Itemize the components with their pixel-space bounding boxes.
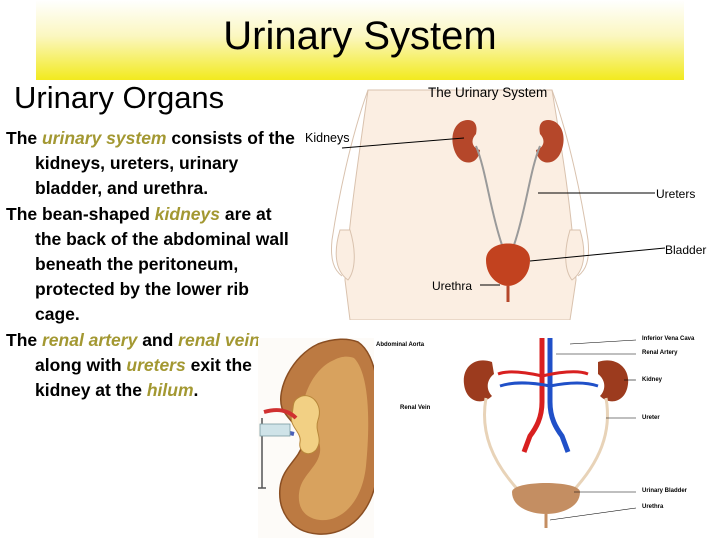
text-run: The bean-shaped — [6, 203, 155, 224]
label-kidneys: Kidneys — [305, 131, 350, 145]
emphasis-term: kidneys — [154, 203, 220, 224]
emphasis-term: renal vein — [178, 329, 260, 350]
text-run: and — [137, 329, 179, 350]
text-run: along with — [35, 354, 127, 375]
text-run: . — [193, 380, 199, 401]
kidney-section-illustration — [258, 338, 382, 538]
text-run: are at the back of the abdominal wall be… — [35, 203, 289, 325]
label-urinary-bladder: Urinary Bladder — [642, 488, 688, 494]
paragraph-urinary-system: The urinary system consists of the kidne… — [6, 126, 296, 202]
emphasis-term: renal artery — [41, 329, 138, 350]
label-urethra-bottom: Urethra — [642, 504, 664, 510]
label-ureter: Ureter — [642, 415, 660, 421]
label-urethra: Urethra — [432, 279, 473, 293]
label-bladder: Bladder — [665, 243, 707, 257]
emphasis-term: ureters — [126, 354, 186, 375]
label-abdominal-aorta: Abdominal Aorta — [376, 342, 425, 348]
text-run: The — [6, 329, 42, 350]
text-run: exit the kidney at the — [35, 354, 252, 401]
emphasis-term: urinary system — [41, 128, 167, 148]
label-renal-vein: Renal Vein — [400, 405, 431, 411]
vessels-illustration — [374, 332, 720, 540]
slide-title: Urinary System — [223, 14, 497, 58]
slide-subtitle: Urinary Organs — [14, 80, 225, 115]
emphasis-term: hilum — [146, 380, 194, 401]
urinary-tract-vessel-diagram: Abdominal Aorta Inferior Vena Cava Renal… — [374, 332, 720, 540]
text-run: consists of the kidneys, ureters, urinar… — [35, 128, 295, 199]
kidney-cross-section — [258, 338, 382, 538]
body-text: The urinary system consists of the kidne… — [6, 126, 296, 403]
diagram-title: The Urinary System — [428, 85, 548, 100]
torso-illustration — [331, 89, 666, 320]
urinary-system-diagram: The Urinary System Kidneys Ureters Bladd… — [290, 80, 720, 320]
title-band: Urinary System — [36, 0, 684, 80]
paragraph-kidneys: The bean-shaped kidneys are at the back … — [6, 202, 296, 328]
label-renal-artery: Renal Artery — [642, 350, 678, 356]
label-inferior-vena-cava: Inferior Vena Cava — [642, 336, 695, 342]
label-ureters: Ureters — [656, 187, 696, 201]
label-kidney: Kidney — [642, 377, 663, 383]
text-run: The — [6, 128, 42, 148]
paragraph-renal-vessels: The renal artery and renal vein along wi… — [6, 328, 296, 404]
